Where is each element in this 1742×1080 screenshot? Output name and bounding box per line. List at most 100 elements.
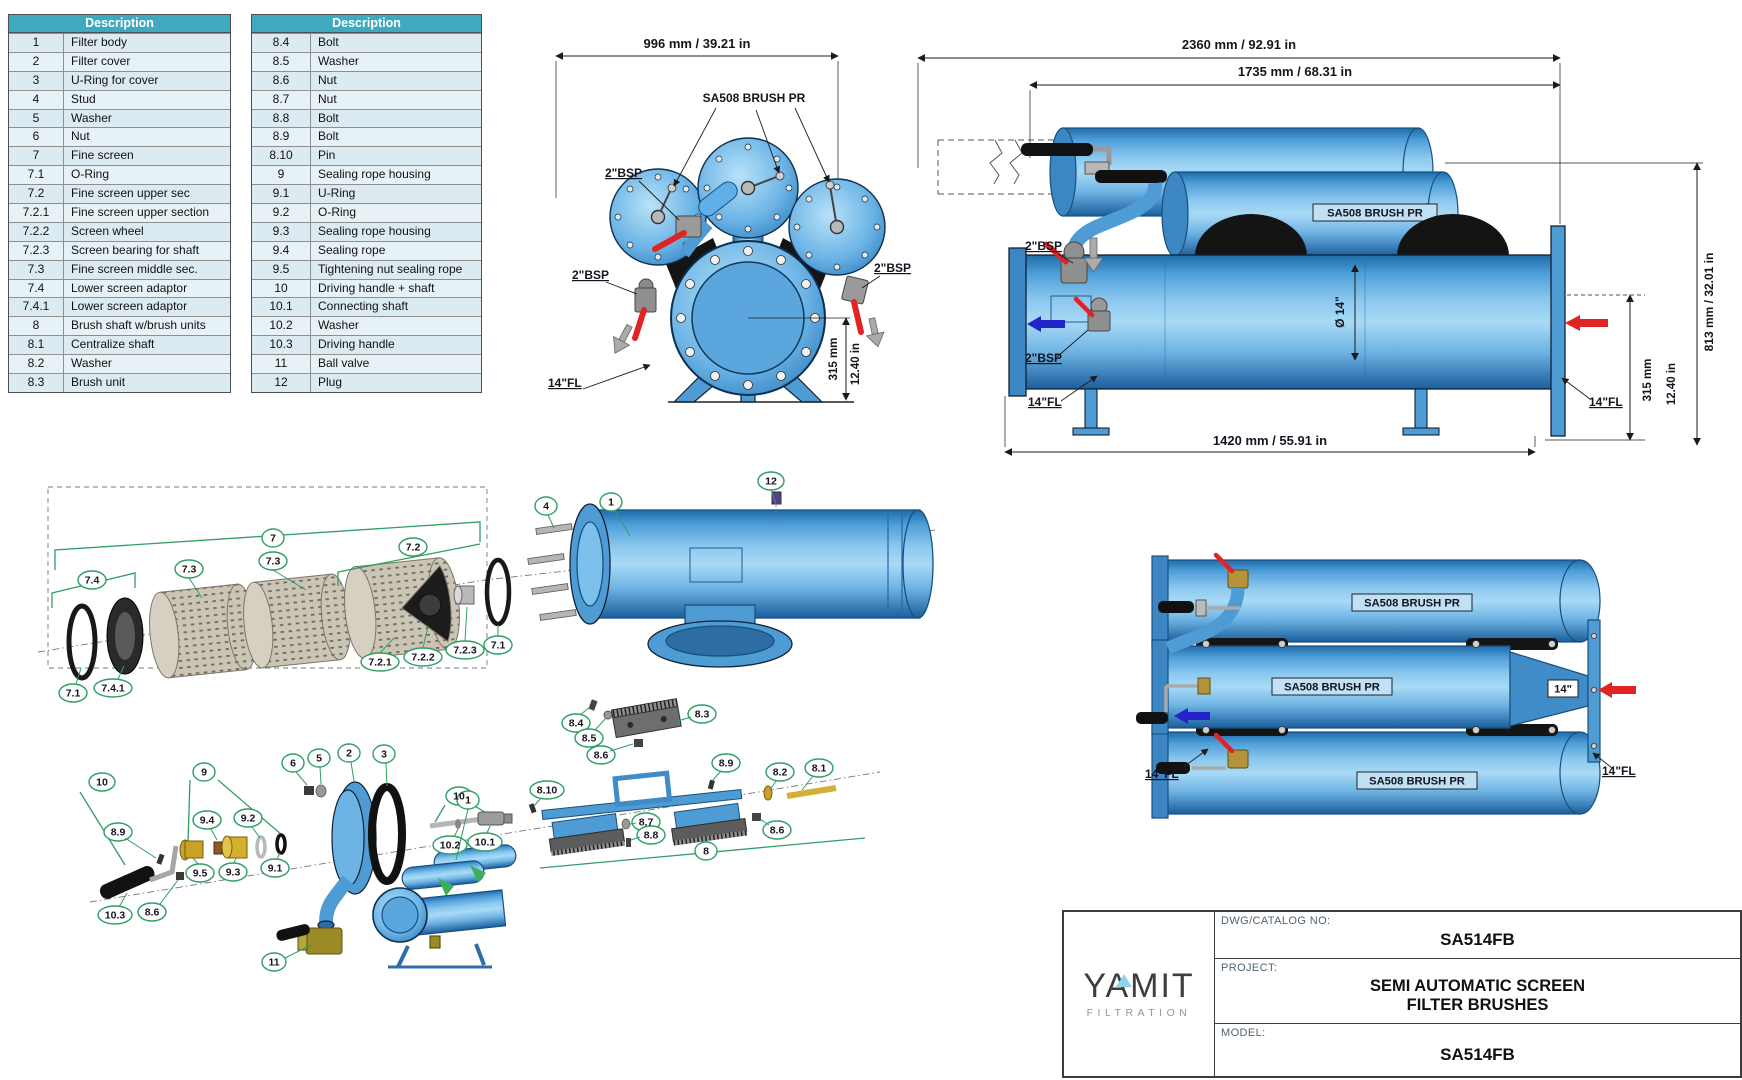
- part-description: Bolt: [318, 129, 339, 144]
- callouts: 7.4 7 7.2 7.3 7.3 7.2.1 7.2.2 7.2.3 7.1 …: [58, 471, 834, 972]
- side-drain-valve-upper: [1043, 182, 1162, 284]
- model-value: SA514FB: [1440, 1045, 1515, 1064]
- side-bsp-lower-label: 2"BSP: [1025, 351, 1062, 365]
- part-description: U-Ring: [318, 186, 356, 201]
- red-valve-handle: [632, 307, 647, 341]
- front-dim-width-text: 996 mm / 39.21 in: [644, 36, 751, 51]
- part-description: Connecting shaft: [318, 299, 409, 314]
- callout-label: 8: [703, 846, 709, 858]
- table-row: 8.4 Bolt: [252, 33, 481, 52]
- front-right-valve: [841, 275, 885, 348]
- front-flange-label: 14"FL: [548, 376, 582, 390]
- part-number: 9.5: [252, 260, 311, 279]
- callout-label: 8.6: [594, 750, 609, 762]
- valve-lever: [276, 924, 310, 941]
- front-bsp-top-label: 2"BSP: [605, 166, 642, 180]
- part-description: Lower screen adaptor: [71, 280, 188, 295]
- part-description: Tightening nut sealing rope: [318, 261, 463, 276]
- part-number: 4: [9, 90, 64, 109]
- flow-arrow-left-blue: [1174, 708, 1210, 724]
- table-row: 7.4.1 Lower screen adaptor: [9, 297, 230, 317]
- side-driving-handles: [1021, 143, 1167, 183]
- model-label: MODEL:: [1221, 1027, 1266, 1039]
- bolt-8-9b: [707, 779, 715, 790]
- part-number: 8.1: [9, 336, 64, 355]
- callout-label: 8.2: [773, 767, 788, 779]
- side-brush-label-box: [1312, 203, 1438, 222]
- side-dim-inner-text: 1735 mm / 68.31 in: [1238, 64, 1352, 79]
- callout-label: 9.1: [268, 863, 283, 875]
- red-valve-handle: [851, 299, 864, 335]
- side-drain-valve-lower: [1027, 296, 1111, 332]
- part-description: Brush shaft w/brush units: [71, 318, 206, 333]
- parts-table-left-body: 1 Filter body 2 Filter cover 3 U-Ring fo…: [9, 33, 230, 392]
- flow-arrow-down: [1083, 237, 1104, 273]
- part-number: 8.7: [252, 90, 311, 109]
- side-dim-outlet: [1545, 294, 1645, 441]
- side-bsp-upper-label: 2"BSP: [1025, 239, 1062, 253]
- red-valve-handle: [1213, 552, 1235, 574]
- table-row: 8.6 Nut: [252, 70, 481, 90]
- part-description: Plug: [318, 375, 343, 390]
- callout-label: 12: [765, 476, 777, 488]
- leader: [582, 363, 651, 390]
- part-number: 8: [9, 317, 64, 336]
- table-row: 8.1 Centralize shaft: [9, 335, 230, 355]
- table-row: 8.5 Washer: [252, 51, 481, 71]
- part-number: 8.9: [252, 128, 311, 147]
- part-description: Pin: [318, 148, 336, 163]
- leader: [1177, 748, 1209, 772]
- side-dim-base-text: 1420 mm / 55.91 in: [1213, 433, 1327, 448]
- rear-flange-right-label: 14"FL: [1602, 764, 1636, 778]
- callout-label: 8.3: [695, 709, 710, 721]
- callout-label: 10.2: [440, 840, 461, 852]
- part-description: Bolt: [318, 35, 339, 49]
- callout-label: 8.7: [639, 817, 654, 829]
- table-row: 1 Filter body: [9, 33, 230, 52]
- part-description: Bolt: [318, 110, 339, 125]
- callout-label: 7.3: [182, 564, 197, 576]
- callout-label: 1: [608, 497, 614, 509]
- callout-label: 5: [316, 753, 322, 765]
- side-dim-outlet-in: 12.40 in: [1666, 363, 1678, 405]
- part-number: 2: [9, 52, 64, 71]
- part-description: Filter cover: [71, 53, 131, 68]
- table-row: 9.5 Tightening nut sealing rope: [252, 259, 481, 279]
- table-row: 2 Filter cover: [9, 51, 230, 71]
- o-ring-9-2: [255, 835, 267, 859]
- table-row: 7 Fine screen: [9, 146, 230, 166]
- part-number: 3: [9, 71, 64, 90]
- nut-6: [304, 786, 314, 795]
- front-bsp-left-label: 2"BSP: [572, 268, 609, 282]
- callout-label: 7.3: [266, 556, 281, 568]
- callout-label: 7.1: [491, 640, 506, 652]
- callout-label: 8.5: [582, 733, 597, 745]
- leader: [605, 281, 638, 295]
- parts-table-right: Description 8.4 Bolt 8.5 Washer 8.6 Nut: [251, 14, 482, 393]
- part-description: Screen bearing for shaft: [71, 242, 200, 257]
- phantom-outline: [937, 139, 1063, 195]
- table-row: 3 U-Ring for cover: [9, 70, 230, 90]
- o-ring-7-1-right: [484, 557, 512, 627]
- rear-outlet-label-box: [1547, 679, 1579, 698]
- logo-brand-text: YAMIT: [1083, 967, 1195, 1005]
- part-number: 12: [252, 374, 311, 392]
- parts-table-left-header: Description: [9, 15, 230, 33]
- project-line1: SEMI AUTOMATIC SCREEN: [1369, 976, 1586, 995]
- callout-label: 9.4: [200, 815, 215, 827]
- part-number: 9: [252, 166, 311, 185]
- front-dim-height: [748, 317, 850, 401]
- leader: [1060, 375, 1098, 402]
- table-row: 7.2.3 Screen bearing for shaft: [9, 240, 230, 260]
- callout-label: 8.1: [812, 763, 827, 775]
- table-row: 8.9 Bolt: [252, 127, 481, 147]
- leader: [638, 180, 680, 221]
- callout-label: 8.8: [644, 830, 659, 842]
- project-label: PROJECT:: [1221, 962, 1278, 974]
- part-description: Ball valve: [318, 356, 370, 371]
- front-view-drawing: 996 mm / 39.21 in: [548, 36, 911, 403]
- part-number: 7.4: [9, 279, 64, 298]
- front-brush-label: SA508 BRUSH PR: [703, 91, 806, 105]
- table-row: 9 Sealing rope housing: [252, 165, 481, 185]
- model-row: MODEL: SA514FB: [1215, 1024, 1740, 1076]
